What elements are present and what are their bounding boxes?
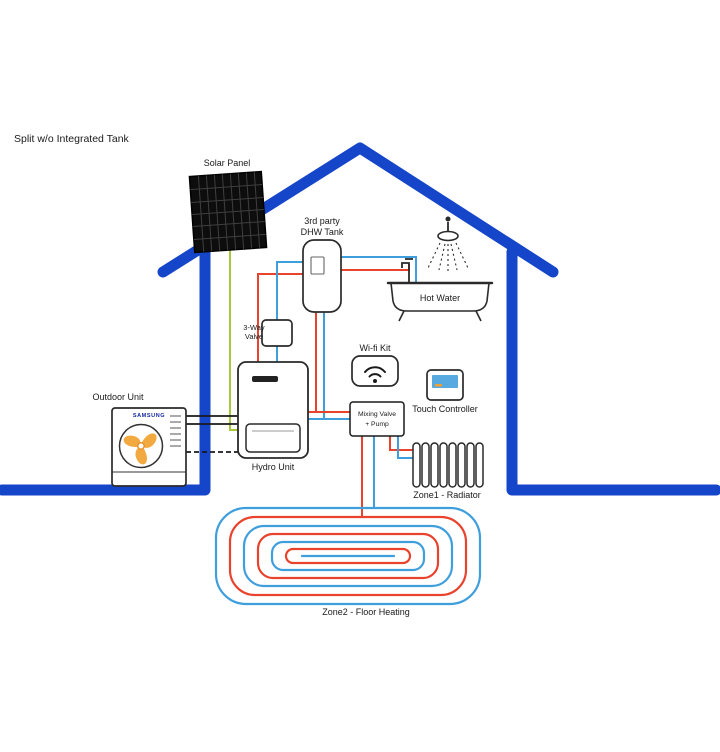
valve-label-line2: Valve (245, 332, 263, 341)
outdoor-unit: SAMSUNG (111, 407, 187, 487)
hydro-drawer (245, 423, 301, 453)
water-pipes (257, 256, 417, 518)
touch-controller-label: Touch Controller (412, 404, 478, 414)
dhw-tank-label-line2: DHW Tank (301, 227, 344, 237)
zone1-radiator-label: Zone1 - Radiator (413, 490, 481, 500)
bathtub (386, 216, 494, 322)
solar-wire (229, 248, 238, 431)
fan-icon (118, 423, 164, 469)
shower-icon (427, 216, 469, 272)
hydro-unit (237, 361, 309, 459)
mixing-valve-label-line1: Mixing Valve (358, 411, 396, 418)
dhw-tank (302, 239, 342, 313)
valve-label-line1: 3-Way (243, 323, 265, 332)
hydro-vent-slot (252, 376, 278, 382)
faucet-icon (401, 258, 413, 283)
screen-accent (435, 384, 442, 387)
dhw-tank-label-line1: 3rd party (304, 216, 340, 226)
radiator (412, 442, 484, 488)
shower-spray (427, 242, 469, 272)
refrigerant-lines (186, 415, 238, 453)
tub-legs (398, 310, 482, 322)
mixing-valve-label-line2: + Pump (365, 421, 389, 428)
diagram-title: Split w/o Integrated Tank (14, 133, 130, 145)
wifi-kit (351, 355, 399, 387)
wifi-icon (364, 366, 386, 383)
solar-panel-label: Solar Panel (204, 158, 251, 168)
outdoor-unit-label: Outdoor Unit (92, 392, 144, 402)
touch-controller (426, 369, 464, 401)
mixing-valve-pump: Mixing Valve + Pump (349, 401, 405, 437)
hot-water-label: Hot Water (420, 293, 460, 303)
house-outline (0, 142, 720, 496)
hydro-unit-label: Hydro Unit (252, 462, 295, 472)
solar-panel (188, 170, 268, 254)
wifi-kit-label: Wi-fi Kit (360, 343, 391, 353)
tank-panel (310, 256, 325, 275)
floor-heating-coil (214, 506, 482, 606)
three-way-valve (261, 319, 293, 347)
vent-grille (170, 415, 181, 447)
right-wall-ground (506, 246, 720, 496)
zone2-floor-heating-label: Zone2 - Floor Heating (322, 607, 410, 617)
samsung-logo: SAMSUNG (133, 413, 165, 419)
left-wall-ground (0, 246, 211, 496)
